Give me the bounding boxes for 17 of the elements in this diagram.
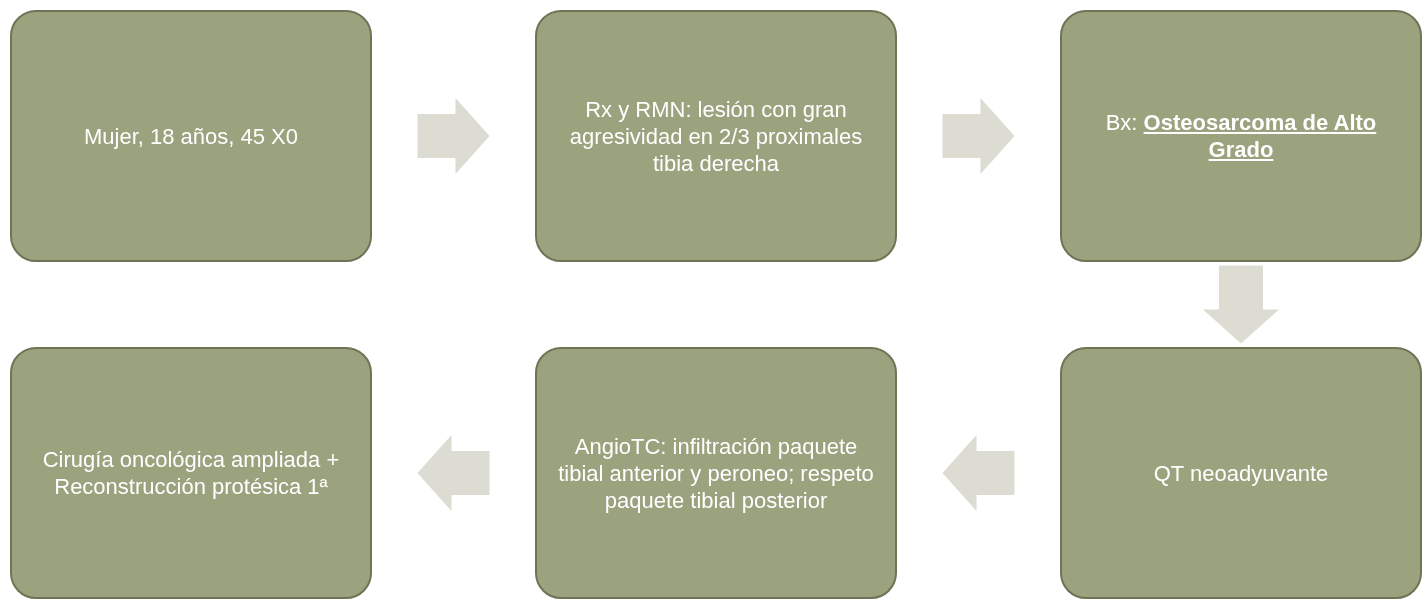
box-text: QT neoadyuvante: [1153, 459, 1329, 487]
process-box: [535, 10, 897, 262]
block-arrow: [417, 98, 490, 174]
box-text: Cirugía oncológica ampliada + Reconstrucción protésica 1ª: [41, 446, 341, 500]
process-box: [535, 347, 897, 599]
box-text: Bx: Osteosarcoma de Alto Grado: [1104, 109, 1378, 163]
block-arrow: [942, 435, 1015, 511]
process-box: [1060, 10, 1422, 262]
process-box: [1060, 347, 1422, 599]
process-box: [10, 347, 372, 599]
box-text: Mujer, 18 años, 45 X0: [84, 122, 298, 150]
block-arrow: [942, 98, 1015, 174]
box-text: Rx y RMN: lesión con gran agresividad en 2/3 proximales tibia derecha: [568, 95, 864, 177]
box-text: AngioTC: infiltración paquete tibial anterior y peroneo; respeto paquete tibial posterior: [557, 432, 875, 514]
block-arrow: [417, 435, 490, 511]
block-arrow: [1203, 265, 1279, 344]
process-box: [10, 10, 372, 262]
